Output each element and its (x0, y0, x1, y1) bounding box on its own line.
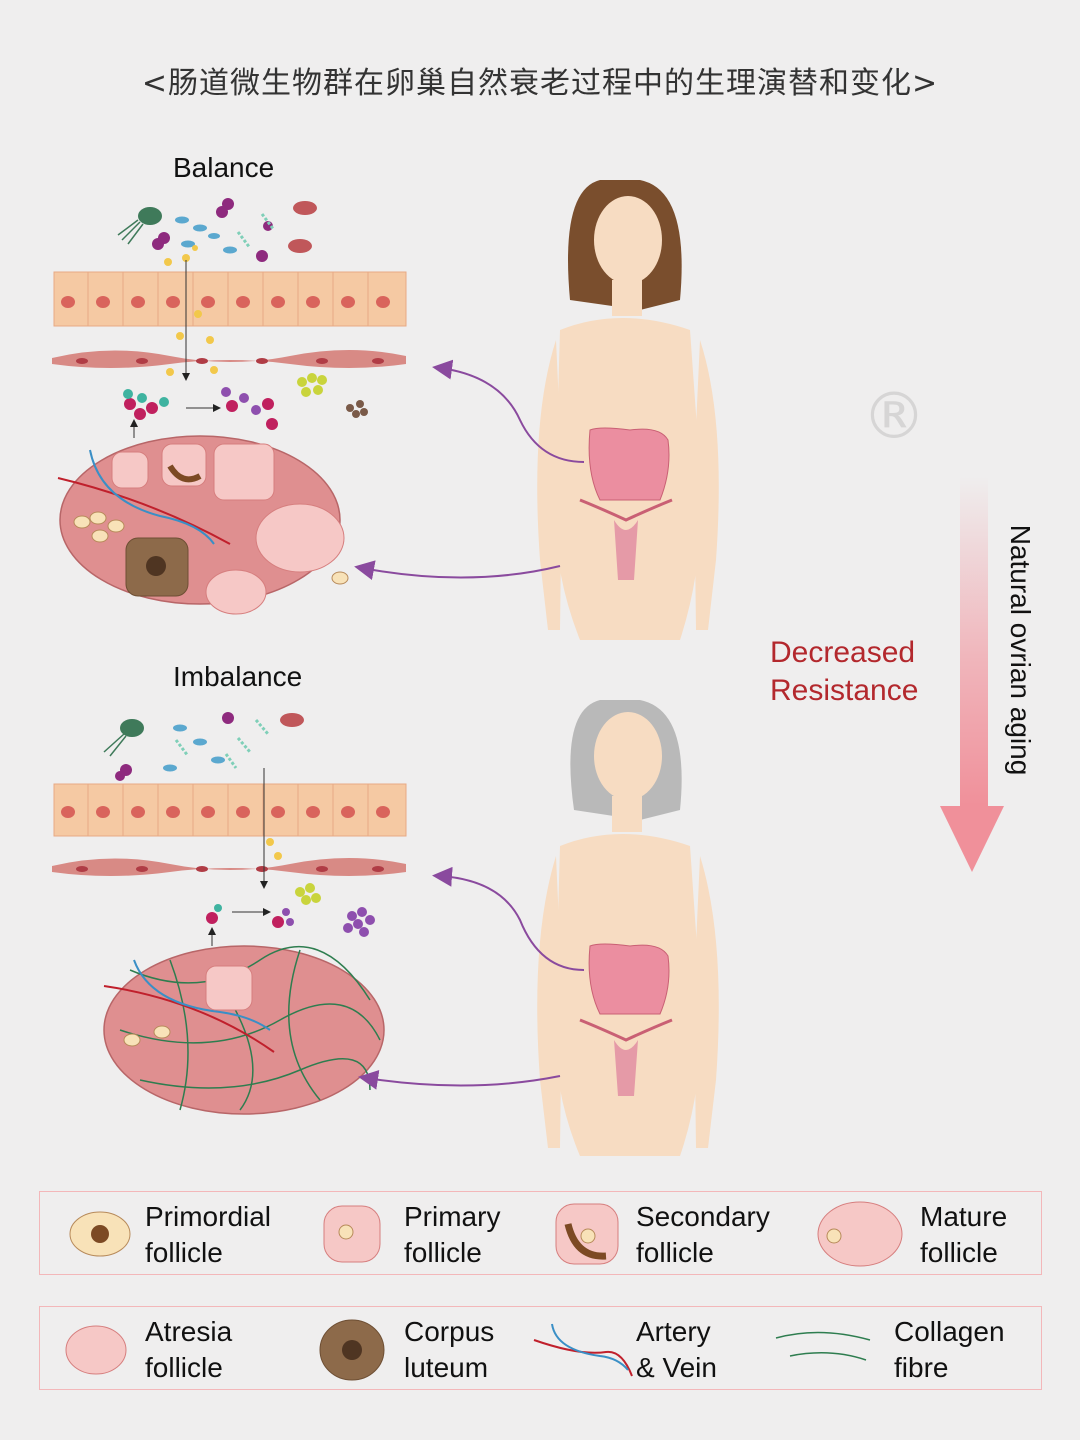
legend-label: Collagen (894, 1316, 1005, 1347)
primary-follicle-icon (111, 451, 149, 489)
legend-item-mature: Mature follicle (920, 1199, 1007, 1271)
legend-row-follicles: Primordial follicle Primary follicle Sec… (39, 1191, 1042, 1275)
bacterium-icon (120, 719, 144, 737)
legend-label: follicle (404, 1237, 482, 1268)
legend-label: Mature (920, 1201, 1008, 1232)
natural-aging-label: Natural ovrian aging (1005, 524, 1036, 776)
legend-item-corpus-luteum: Corpus luteum (404, 1314, 494, 1386)
young-woman-figure (537, 180, 719, 640)
mature-follicle-icon (255, 503, 345, 573)
balance-metabolites (166, 310, 218, 376)
legend-item-secondary: Secondary follicle (636, 1199, 770, 1271)
page-title: <肠道微生物群在卵巢自然衰老过程中的生理演替和变化> (141, 66, 939, 101)
mite-icon (288, 239, 312, 253)
decreased-line2: Resistance (770, 674, 919, 707)
legend-label: luteum (404, 1352, 489, 1383)
mite-icon (293, 201, 317, 215)
imbalance-epithelium (52, 783, 407, 876)
mature-follicle-icon (817, 1201, 903, 1267)
legend-item-artery-vein: Artery & Vein (636, 1314, 717, 1386)
natural-aging-arrow (940, 476, 1004, 872)
imbalance-panel (52, 712, 407, 1115)
balance-metabolite-clusters (123, 373, 368, 438)
old-gut-to-ovary-arrow (358, 1069, 561, 1090)
legend-label: Primordial (145, 1201, 272, 1232)
legend-icons (65, 1201, 903, 1381)
legend-label: follicle (145, 1352, 223, 1383)
gut-to-microbiome-arrow (432, 359, 585, 463)
legend-label: fibre (894, 1352, 949, 1383)
legend-item-primordial: Primordial follicle (145, 1199, 271, 1271)
legend-item-atresia: Atresia follicle (145, 1314, 232, 1386)
mite-icon (280, 713, 304, 727)
balance-microbes (117, 198, 317, 266)
balance-epithelium (52, 271, 407, 368)
primordial-follicle-icon (73, 511, 125, 543)
legend-label: Primary (404, 1201, 501, 1232)
balance-label: Balance (173, 152, 275, 183)
bacterium-icon (138, 207, 162, 225)
imbalance-microbes (103, 712, 304, 781)
imbalance-label: Imbalance (173, 661, 303, 692)
imbalance-metabolite-clusters (206, 838, 375, 946)
legend-label: follicle (145, 1237, 223, 1268)
legend-label: Artery (636, 1316, 711, 1347)
imbalance-ovary (103, 945, 385, 1115)
legend-item-collagen: Collagen fibre (894, 1314, 1005, 1386)
legend-label: Secondary (636, 1201, 770, 1232)
legend-label: follicle (920, 1237, 998, 1268)
balance-panel (52, 198, 407, 615)
collagen-fibre-icon (775, 1331, 871, 1361)
legend-label: Corpus (404, 1316, 495, 1347)
legend-item-primary: Primary follicle (404, 1199, 500, 1271)
balance-ovary (57, 435, 349, 615)
decreased-line1: Decreased (770, 636, 916, 669)
artery-vein-icon (533, 1323, 633, 1377)
legend-label: follicle (636, 1237, 714, 1268)
old-woman-figure (537, 700, 719, 1156)
legend-label: & Vein (636, 1352, 717, 1383)
decreased-resistance-label: Decreased Resistance (770, 634, 918, 710)
legend-row-structures: Atresia follicle Corpus luteum Artery & … (39, 1306, 1042, 1390)
pathway-arrows (354, 359, 585, 1090)
atresia-follicle-icon (65, 1325, 127, 1375)
old-gut-to-microbiome-arrow (432, 866, 585, 971)
atresia-follicle-icon (205, 569, 267, 615)
gut-to-ovary-arrow (354, 560, 561, 581)
legend-label: Atresia (145, 1316, 233, 1347)
